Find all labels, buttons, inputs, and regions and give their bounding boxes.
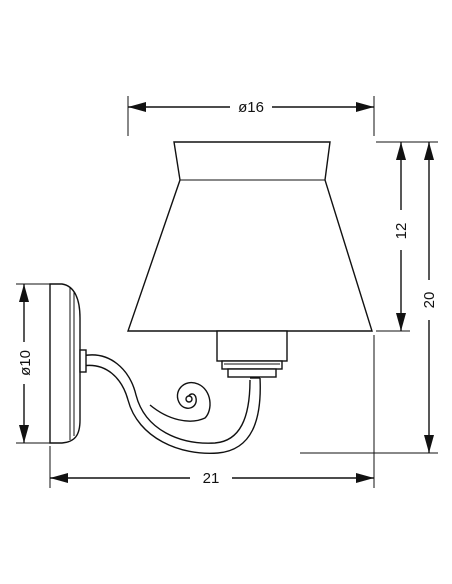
total-height-label: 20 <box>421 292 438 309</box>
lamp-shade <box>127 141 373 332</box>
backplate-diameter-label: ø10 <box>17 350 34 376</box>
lamp-arm <box>81 354 261 455</box>
dimension-backplate-diameter: ø10 <box>16 283 50 444</box>
shade-height-label: 12 <box>393 223 410 240</box>
dimension-total-depth: 21 <box>49 335 375 488</box>
wall-backplate <box>49 283 87 444</box>
dimension-shade-height: 12 <box>376 141 410 332</box>
total-depth-label: 21 <box>203 470 220 487</box>
shade-diameter-label: ø16 <box>238 99 264 116</box>
bulb-socket <box>216 330 288 378</box>
dimension-total-height: 20 <box>300 141 438 454</box>
dimension-shade-diameter: ø16 <box>127 96 375 136</box>
